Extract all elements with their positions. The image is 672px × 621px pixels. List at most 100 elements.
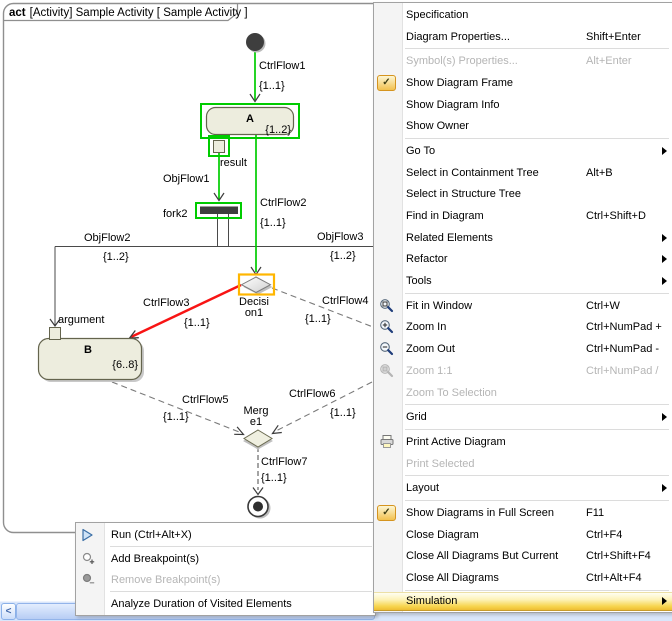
scroll-left-button[interactable]: < xyxy=(1,603,16,620)
label-ctrlflow1: CtrlFlow1 xyxy=(259,60,305,72)
menu-item-label: Zoom To Selection xyxy=(406,386,497,399)
menu-item-label: Simulation xyxy=(406,595,458,608)
submenu-arrow-icon xyxy=(662,255,667,264)
zoom-in-icon xyxy=(379,319,395,335)
menu-item-label: Close All Diagrams xyxy=(406,572,499,585)
menu-separator xyxy=(110,546,372,547)
menu-item-print-active-diagram[interactable]: Print Active Diagram xyxy=(374,431,672,453)
label-ctrlflow4-mult: {1..1} xyxy=(305,313,331,325)
arrowhead-objflow1 xyxy=(213,192,225,202)
menu-item-shortcut: Alt+Enter xyxy=(586,55,632,68)
menu-item-remove-breakpoint-s: Remove Breakpoint(s) xyxy=(76,569,375,590)
action-b[interactable] xyxy=(37,337,143,381)
scroll-left-icon: < xyxy=(5,605,12,617)
menu-item-label: Tools xyxy=(406,275,432,288)
menu-item-shortcut: Ctrl+F4 xyxy=(586,528,623,541)
menu-item-grid[interactable]: Grid xyxy=(374,406,672,428)
zoom-out-icon xyxy=(379,341,395,357)
menu-item-label: Show Diagrams in Full Screen xyxy=(406,506,554,519)
menu-separator xyxy=(110,591,372,592)
menu-item-refactor[interactable]: Refactor xyxy=(374,249,672,271)
menu-item-layout[interactable]: Layout xyxy=(374,477,672,499)
menu-item-related-elements[interactable]: Related Elements xyxy=(374,227,672,249)
label-objflow1: ObjFlow1 xyxy=(163,173,209,185)
menu-item-label: Grid xyxy=(406,411,427,424)
menu-item-show-owner[interactable]: Show Owner xyxy=(374,115,672,137)
menu-item-label: Select in Containment Tree xyxy=(406,166,539,179)
menu-item-print-selected: Print Selected xyxy=(374,453,672,475)
pin-argument[interactable] xyxy=(49,327,61,340)
label-ctrlflow7: CtrlFlow7 xyxy=(261,456,307,468)
add-breakpoint-icon xyxy=(81,551,97,567)
merge-node[interactable] xyxy=(243,429,273,448)
menu-item-label: Symbol(s) Properties... xyxy=(406,55,518,68)
pin-result[interactable] xyxy=(213,140,225,153)
initial-node[interactable] xyxy=(246,33,264,51)
menu-item-show-diagram-info[interactable]: Show Diagram Info xyxy=(374,94,672,116)
label-objflow2-mult: {1..2} xyxy=(103,251,129,263)
label-pin-argument: argument xyxy=(58,314,104,326)
edge-ctrlflow3[interactable] xyxy=(130,283,242,339)
menu-item-label: Zoom 1:1 xyxy=(406,364,453,377)
label-action-b-mult: {6..8} xyxy=(112,359,138,371)
submenu-arrow-icon xyxy=(662,484,667,493)
menu-item-label: Print Selected xyxy=(406,457,475,470)
menu-item-shortcut: Ctrl+NumPad / xyxy=(586,364,659,377)
menu-item-label: Run (Ctrl+Alt+X) xyxy=(111,528,192,541)
menu-item-label: Go To xyxy=(406,144,436,157)
label-action-a: A xyxy=(246,113,254,125)
edge-ctrlflow5[interactable] xyxy=(111,381,244,435)
menu-item-simulation[interactable]: Simulation xyxy=(374,591,672,611)
run-icon xyxy=(81,528,94,542)
menu-item-zoom-to-selection: Zoom To Selection xyxy=(374,382,672,404)
menu-item-specification[interactable]: Specification xyxy=(374,4,672,26)
menu-item-label: Show Owner xyxy=(406,120,469,133)
menu-item-label: Zoom Out xyxy=(406,343,455,356)
menu-item-shortcut: Ctrl+Shift+D xyxy=(586,210,646,223)
menu-item-label: Fit in Window xyxy=(406,299,473,312)
menu-item-diagram-properties[interactable]: Diagram Properties...Shift+Enter xyxy=(374,26,672,48)
fork-node[interactable] xyxy=(200,206,238,215)
decision-selection xyxy=(237,273,276,296)
label-objflow2: ObjFlow2 xyxy=(84,232,130,244)
menu-item-analyze-duration-of-visited-elements[interactable]: Analyze Duration of Visited Elements xyxy=(76,593,375,614)
edge-ctrlflow4[interactable] xyxy=(271,287,374,328)
menu-item-label: Related Elements xyxy=(406,231,493,244)
menu-separator xyxy=(405,48,669,50)
menu-item-tools[interactable]: Tools xyxy=(374,270,672,292)
menu-separator xyxy=(405,475,669,477)
diagram-frame-header xyxy=(3,3,239,22)
action-a[interactable] xyxy=(205,106,295,136)
label-objflow3-mult: {1..2} xyxy=(330,250,356,262)
diagram-frame xyxy=(2,2,425,534)
menu-item-shortcut: Ctrl+Shift+F4 xyxy=(586,550,651,563)
label-ctrlflow2-mult: {1..1} xyxy=(260,217,286,229)
fork-selection xyxy=(195,202,242,219)
menu-item-run-ctrl-alt-x[interactable]: Run (Ctrl+Alt+X) xyxy=(76,524,375,545)
menu-item-label: Show Diagram Info xyxy=(406,98,500,111)
menu-item-go-to[interactable]: Go To xyxy=(374,140,672,162)
label-ctrlflow1-mult: {1..1} xyxy=(259,80,285,92)
menu-item-label: Show Diagram Frame xyxy=(406,76,513,89)
decision-node[interactable] xyxy=(240,276,272,294)
menu-item-label: Zoom In xyxy=(406,321,447,334)
menu-item-add-breakpoint-s[interactable]: Add Breakpoint(s) xyxy=(76,548,375,569)
edge-ctrlflow6[interactable] xyxy=(272,381,373,433)
menu-item-select-in-structure-tree[interactable]: Select in Structure Tree xyxy=(374,184,672,206)
arrowhead-ctrlflow7 xyxy=(252,487,264,496)
label-ctrlflow5-mult: {1..1} xyxy=(163,411,189,423)
action-a-selection xyxy=(200,103,300,139)
pin-result-selection xyxy=(208,135,230,157)
menu-item-show-diagram-frame[interactable]: ✓Show Diagram Frame xyxy=(374,72,672,94)
final-node-dot xyxy=(253,501,263,512)
